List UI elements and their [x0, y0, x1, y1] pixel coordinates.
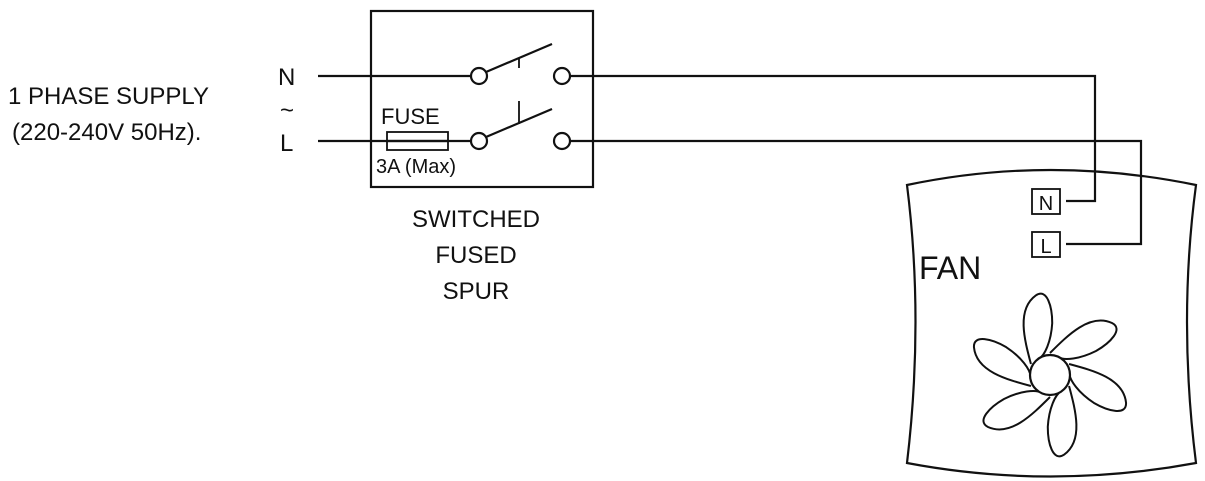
- fan-title: FAN: [919, 250, 981, 286]
- neutral-switch-contact-out: [552, 66, 572, 86]
- live-switch-contact-in: [469, 131, 489, 151]
- spur-caption: SWITCHED FUSED SPUR: [412, 206, 540, 305]
- terminal-n-box: [1031, 188, 1061, 215]
- fan-blade: [1022, 292, 1054, 365]
- fan-blade: [1046, 385, 1078, 458]
- tilde-label: ~: [280, 97, 294, 124]
- fuse-rating: 3A (Max): [376, 156, 456, 178]
- terminal-l-label: L: [1040, 236, 1051, 258]
- live-switch-contact-out: [552, 131, 572, 151]
- fuse-label: FUSE: [381, 104, 440, 129]
- fan-wiring: [570, 74, 1143, 246]
- supply-title: 1 PHASE SUPPLY: [8, 83, 209, 110]
- spur-caption-line1: SWITCHED: [412, 206, 540, 233]
- fan-unit: N L FAN: [905, 168, 1198, 478]
- fan-blade: [1049, 319, 1118, 360]
- terminal-n-label: N: [1039, 193, 1053, 215]
- live-output-wire: [570, 139, 1143, 246]
- fan-housing: [905, 168, 1198, 478]
- terminal-l-box: [1031, 231, 1061, 258]
- supply-labels: 1 PHASE SUPPLY (220-240V 50Hz). N ~ L: [8, 64, 295, 157]
- fan-hub: [1028, 353, 1072, 397]
- fan-blade: [972, 338, 1032, 387]
- spur-caption-line3: SPUR: [443, 278, 510, 305]
- neutral-label: N: [278, 64, 295, 91]
- neutral-output-wire: [570, 74, 1097, 203]
- spur-box: [369, 9, 595, 189]
- supply-voltage: (220-240V 50Hz).: [12, 119, 201, 146]
- switched-fused-spur: FUSE 3A (Max): [318, 9, 595, 189]
- fan-blade: [982, 390, 1051, 431]
- live-label: L: [280, 130, 293, 157]
- neutral-switch-contact-in: [469, 66, 489, 86]
- spur-caption-line2: FUSED: [435, 242, 516, 269]
- fan-impeller-icon: [972, 292, 1128, 458]
- fan-blade: [1068, 363, 1128, 412]
